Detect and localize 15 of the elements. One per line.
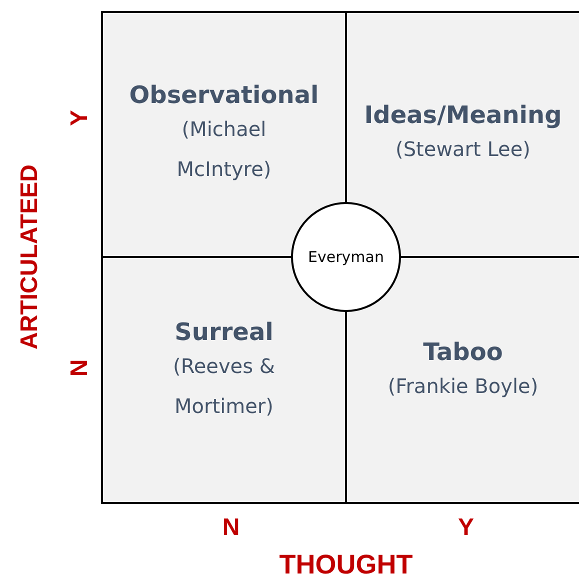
quadrant-example: (Michael McIntyre) bbox=[176, 116, 272, 183]
axis-value: Y bbox=[66, 110, 94, 126]
quadrant-example: (Stewart Lee) bbox=[394, 136, 532, 163]
quadrant-example: (Reeves & Mortimer) bbox=[172, 353, 276, 420]
axis-title: ARTICULATEED bbox=[16, 164, 44, 350]
quadrant-title: Ideas/Meaning bbox=[363, 101, 563, 129]
axis-value: N bbox=[222, 514, 240, 542]
quadrant-title: Observational bbox=[128, 81, 320, 109]
axis-value: Y bbox=[458, 514, 474, 542]
circle-label: Everyman bbox=[308, 248, 384, 266]
quadrant-title: Taboo bbox=[422, 338, 504, 366]
quadrant-example: (Frankie Boyle) bbox=[386, 373, 540, 400]
quadrant-title: Surreal bbox=[174, 318, 274, 346]
axis-title: THOUGHT bbox=[279, 550, 413, 578]
axis-value: N bbox=[66, 359, 94, 377]
